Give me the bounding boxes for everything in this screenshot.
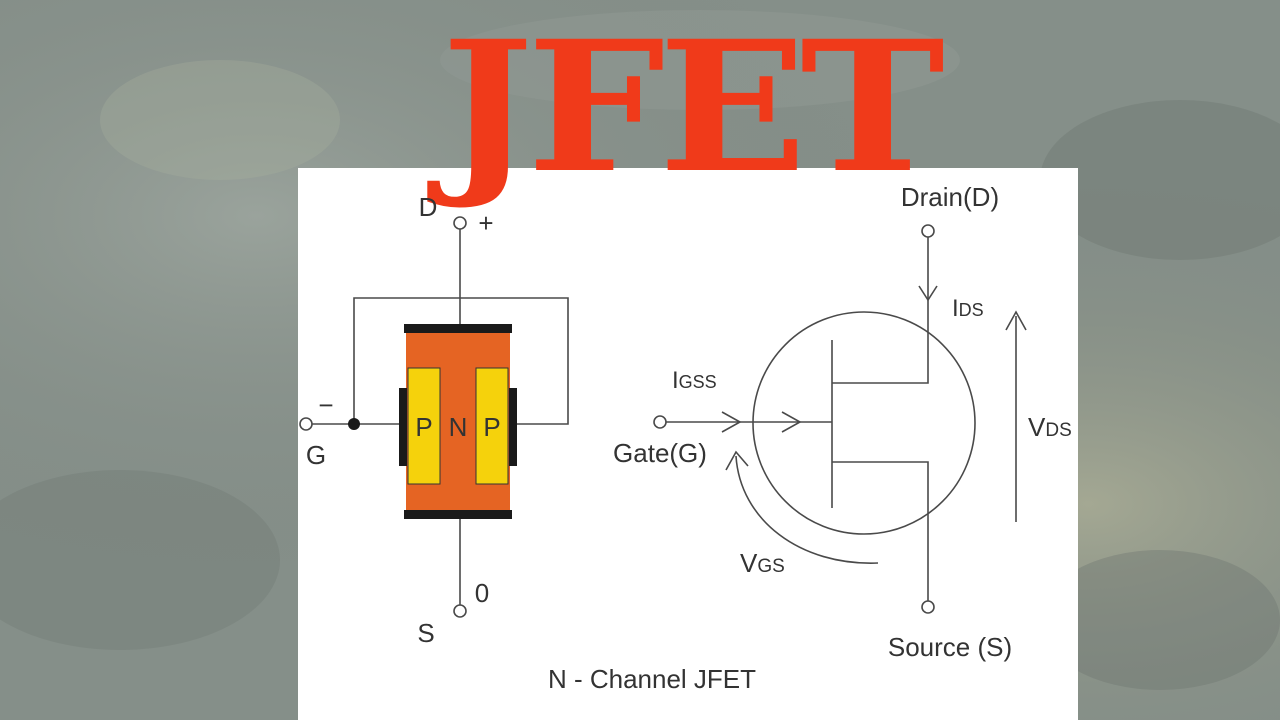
source-polarity: 0 — [475, 578, 489, 608]
gate-contact-left — [399, 388, 407, 466]
vgs-curve — [735, 455, 879, 564]
vds-arrow-icon — [1005, 310, 1027, 331]
symbol-envelope — [752, 311, 976, 535]
gate-polarity: − — [318, 390, 333, 420]
gate-contact-right — [509, 388, 517, 466]
p-left-label: P — [415, 412, 432, 442]
source-terminal — [453, 604, 467, 618]
gate-loop-wire — [353, 297, 569, 425]
symbol-gate-terminal — [653, 415, 667, 429]
igss-label: IGSS — [672, 367, 717, 394]
source-label: S — [417, 618, 434, 648]
page-title: JFET — [441, 2, 945, 213]
jfet-symbol: Drain(D) Gate(G) Source (S) IDS IGSS VDS… — [613, 182, 1072, 662]
ids-arrow-icon — [918, 285, 938, 302]
drain-contact — [404, 324, 512, 333]
source-wire — [832, 461, 929, 601]
symbol-drain-label: Drain(D) — [901, 182, 999, 212]
ids-label: IDS — [952, 295, 984, 322]
gate-terminal — [299, 417, 313, 431]
drain-terminal — [453, 216, 467, 230]
n-center-label: N — [449, 412, 468, 442]
symbol-source-terminal — [921, 600, 935, 614]
p-right-label: P — [483, 412, 500, 442]
source-contact — [404, 510, 512, 519]
igss-arrow-icon — [721, 411, 742, 433]
drain-polarity: + — [478, 208, 493, 238]
vgs-arrow-icon — [725, 450, 749, 471]
vds-label: VDS — [1028, 412, 1072, 442]
p-region-right — [475, 367, 509, 485]
gate-label: G — [306, 440, 326, 470]
jfet-structure: P N P D + G − S 0 — [299, 192, 569, 648]
diagram-caption: N - Channel JFET — [548, 664, 756, 694]
symbol-gate-label: Gate(G) — [613, 438, 707, 468]
drain-label: D — [419, 192, 438, 222]
symbol-drain-terminal — [921, 224, 935, 238]
p-region-left — [407, 367, 441, 485]
vgs-label: VGS — [740, 548, 785, 578]
drain-wire — [832, 237, 929, 384]
symbol-source-label: Source (S) — [888, 632, 1012, 662]
gate-arrow-icon — [781, 411, 802, 433]
gate-junction-dot — [348, 418, 360, 430]
